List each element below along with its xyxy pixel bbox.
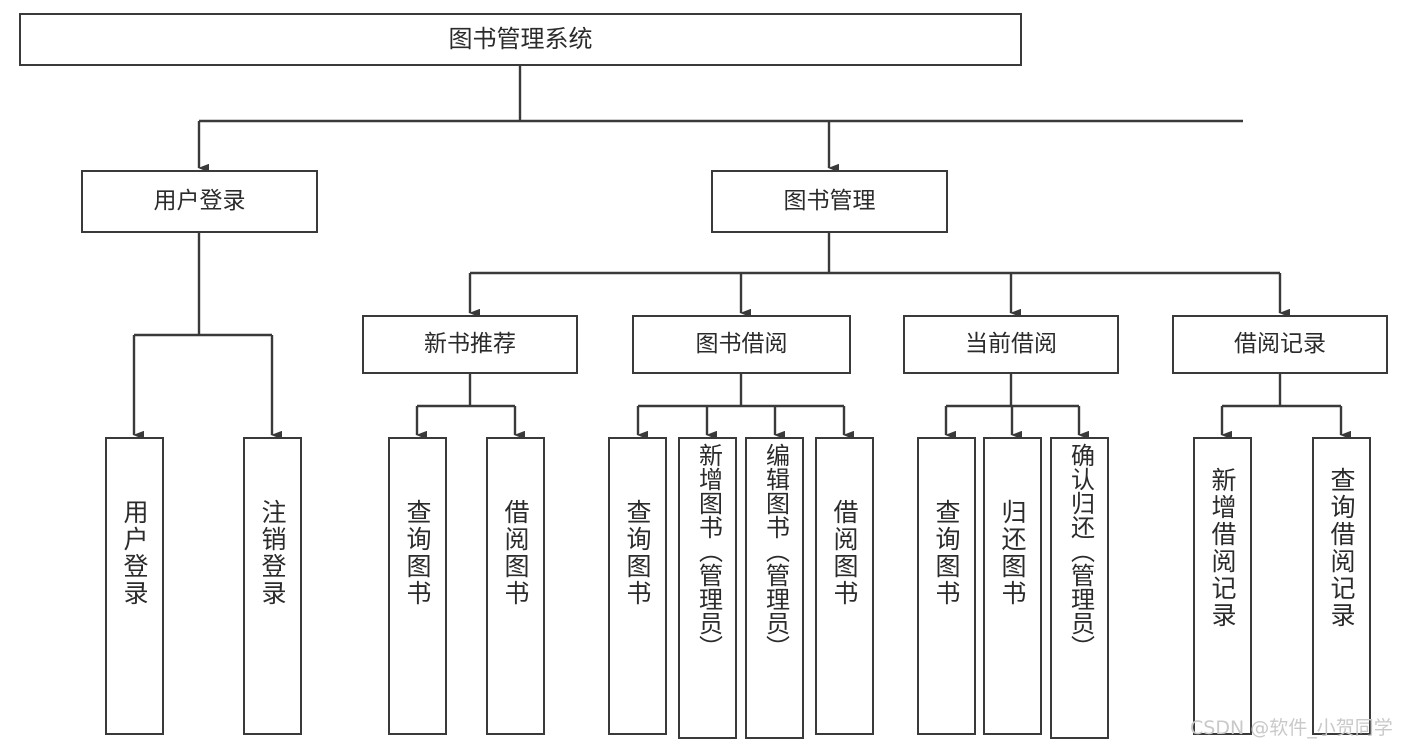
- node-new-book-recommend[interactable]: 新书推荐: [362, 315, 578, 374]
- leaf-query-book-2-label: 查询图书: [623, 499, 652, 607]
- node-book-manage[interactable]: 图书管理: [711, 170, 948, 233]
- leaf-user-login-label: 用户登录: [120, 499, 149, 607]
- leaf-query-book-3[interactable]: 查询图书: [917, 437, 976, 735]
- leaf-add-record[interactable]: 新增借阅记录: [1193, 437, 1252, 735]
- leaf-query-book-1[interactable]: 查询图书: [388, 437, 447, 735]
- leaf-edit-book-label: 编辑图书（管理员）: [761, 443, 790, 659]
- node-new-book-recommend-label: 新书推荐: [424, 331, 516, 358]
- leaf-borrow-book-1[interactable]: 借阅图书: [486, 437, 545, 735]
- node-user-login[interactable]: 用户登录: [81, 170, 318, 233]
- node-current-borrow[interactable]: 当前借阅: [903, 315, 1119, 374]
- leaf-user-login[interactable]: 用户登录: [105, 437, 164, 735]
- node-user-login-label: 用户登录: [153, 188, 246, 215]
- leaf-confirm-return-label: 确认归还（管理员）: [1066, 443, 1095, 659]
- leaf-add-book[interactable]: 新增图书（管理员）: [678, 437, 737, 739]
- leaf-borrow-book-2-label: 借阅图书: [830, 499, 859, 607]
- node-borrow-record[interactable]: 借阅记录: [1172, 315, 1388, 374]
- leaf-edit-book[interactable]: 编辑图书（管理员）: [745, 437, 804, 739]
- leaf-return-book-label: 归还图书: [998, 499, 1027, 607]
- leaf-logout-label: 注销登录: [258, 499, 287, 607]
- node-borrow-record-label: 借阅记录: [1234, 331, 1326, 358]
- leaf-confirm-return[interactable]: 确认归还（管理员）: [1050, 437, 1109, 739]
- leaf-borrow-book-1-label: 借阅图书: [501, 499, 530, 607]
- leaf-logout[interactable]: 注销登录: [243, 437, 302, 735]
- leaf-return-book[interactable]: 归还图书: [983, 437, 1042, 735]
- leaf-query-record-label: 查询借阅记录: [1327, 467, 1356, 629]
- leaf-add-book-label: 新增图书（管理员）: [694, 443, 723, 659]
- leaf-query-book-3-label: 查询图书: [932, 499, 961, 607]
- csdn-watermark: CSDN @软件_小贺同学: [1190, 717, 1393, 739]
- node-current-borrow-label: 当前借阅: [965, 331, 1057, 358]
- leaf-query-book-2[interactable]: 查询图书: [608, 437, 667, 735]
- leaf-add-record-label: 新增借阅记录: [1208, 467, 1237, 629]
- node-book-borrow-label: 图书借阅: [695, 331, 788, 358]
- node-root-label: 图书管理系统: [448, 24, 593, 53]
- node-book-manage-label: 图书管理: [783, 188, 876, 215]
- leaf-borrow-book-2[interactable]: 借阅图书: [815, 437, 874, 735]
- node-root[interactable]: 图书管理系统: [19, 13, 1022, 66]
- leaf-query-record[interactable]: 查询借阅记录: [1312, 437, 1371, 735]
- node-book-borrow[interactable]: 图书借阅: [632, 315, 851, 374]
- leaf-query-book-1-label: 查询图书: [403, 499, 432, 607]
